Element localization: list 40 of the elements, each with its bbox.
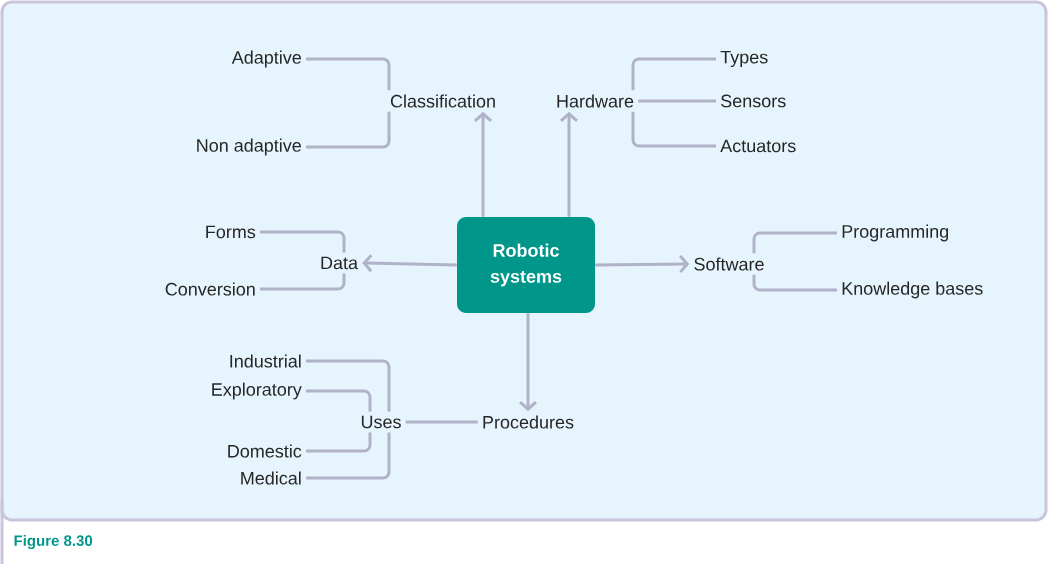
topic-label: Domestic (228, 444, 302, 458)
connector-line (405, 420, 478, 424)
connector-line (306, 432, 391, 480)
connector-line (306, 389, 372, 412)
connector-line (638, 99, 716, 103)
topic-label: Programming (842, 224, 949, 242)
connector-line (306, 57, 391, 91)
arrow (474, 111, 492, 217)
topic-label: Medical (241, 471, 301, 485)
connector-line (752, 274, 837, 292)
topic-label: Uses (361, 415, 401, 429)
topic-label: Classification (390, 94, 495, 108)
arrow (519, 313, 537, 412)
arrow (595, 255, 690, 274)
connector-line (306, 432, 372, 453)
topic-label: Conversion (165, 282, 255, 296)
topic-box: Robotic systems (457, 217, 595, 313)
topic-label: Hardware (557, 94, 634, 108)
topic-label: Sensors (721, 94, 786, 108)
topic-label: Industrial (230, 354, 301, 368)
topic-label: Types (720, 50, 768, 68)
topic-label: Exploratory (212, 382, 302, 400)
connector-line (260, 273, 346, 291)
connector-line (752, 231, 837, 254)
topic-label: Non adaptive (197, 138, 301, 156)
topic-label: Data (321, 256, 358, 270)
connector-line (260, 230, 346, 253)
topic-label: Forms (206, 225, 256, 239)
topic-label: Procedures (483, 415, 574, 429)
connector-line (306, 111, 391, 149)
arrow (362, 254, 457, 273)
topic-label: Software (694, 257, 764, 271)
connector-line (631, 111, 716, 148)
arrow (560, 111, 578, 217)
topic-label: Adaptive (231, 50, 301, 68)
connector-line (306, 359, 391, 412)
figure-caption: Figure 8.30 (14, 534, 93, 549)
topic-label: Actuators (720, 139, 796, 153)
topic-label: Knowledge bases (842, 281, 983, 299)
connector-line (631, 57, 716, 91)
